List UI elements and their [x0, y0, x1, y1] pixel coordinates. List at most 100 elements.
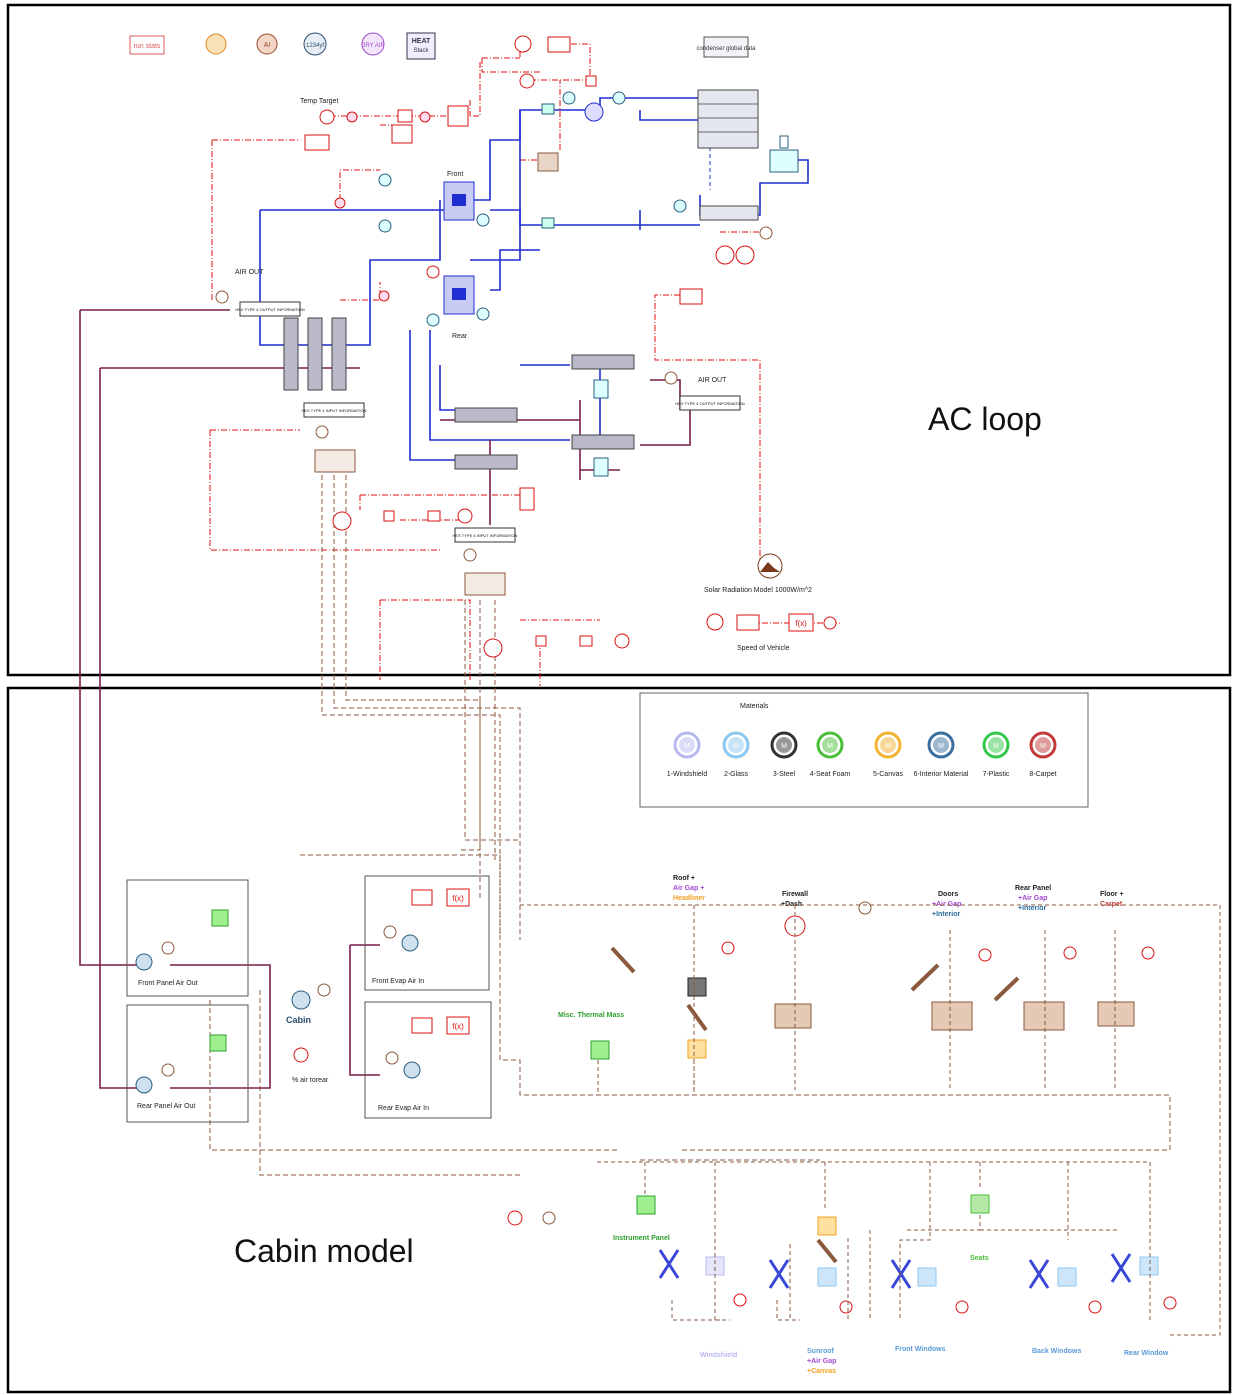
fan-2[interactable] — [736, 246, 754, 264]
back-windows-mass[interactable] — [1058, 1268, 1076, 1286]
pid-summer-front[interactable] — [335, 198, 345, 208]
clock-icon-speed[interactable] — [707, 614, 723, 630]
front-panel-plastic-mass[interactable] — [212, 910, 228, 926]
hex-input-info-front[interactable]: HEX TYPE 4 INPUT INFORMATION — [302, 403, 367, 417]
dry-air-icon[interactable]: DRY AIR — [361, 33, 385, 55]
rear-panel-chamber[interactable] — [136, 1077, 152, 1093]
cabin-constant[interactable] — [508, 1211, 522, 1225]
rear-panel-plastic-mass[interactable] — [210, 1035, 226, 1051]
front-evaporator[interactable] — [284, 318, 346, 390]
firewall-wall[interactable] — [775, 1004, 811, 1028]
multiplier-2[interactable] — [536, 636, 546, 646]
front-evap-table[interactable] — [412, 890, 432, 905]
clock-icon-top[interactable] — [515, 36, 531, 52]
pressure-sensor-front-2[interactable] — [379, 220, 391, 232]
hex-output-info-front[interactable]: HEX TYPE 4 OUTPUT INFORMATION — [235, 302, 304, 316]
temp-sensor-air-out-right[interactable] — [665, 372, 677, 384]
flow-sensor-2[interactable] — [674, 200, 686, 212]
condenser[interactable] — [698, 90, 758, 148]
rear-evaporator[interactable] — [455, 355, 634, 469]
rear-evap-air-in-chamber[interactable] — [404, 1062, 420, 1078]
summing-junction-1[interactable] — [347, 112, 357, 122]
instrument-panel-mass[interactable] — [637, 1196, 655, 1214]
pct-air-torear-constant[interactable] — [294, 1048, 308, 1062]
sunroof-glass-mass[interactable] — [818, 1268, 836, 1286]
material-item[interactable]: M3-Steel — [772, 733, 796, 778]
cabin-air-volume-rear[interactable] — [465, 573, 505, 595]
multiplier-block[interactable] — [586, 76, 596, 86]
cabin-chamber[interactable] — [292, 991, 310, 1009]
rear-window-mass[interactable] — [1140, 1257, 1158, 1275]
speed-output-port[interactable] — [824, 617, 836, 629]
hex-output-info-rear[interactable]: HEX TYPE 4 OUTPUT INFORMATION — [675, 396, 744, 410]
flow-sensor-rear[interactable] — [477, 308, 489, 320]
limiter-block[interactable] — [448, 106, 468, 126]
roof-headliner-mass[interactable] — [688, 1040, 706, 1058]
condenser-global-data-icon[interactable]: condenser global data — [696, 37, 756, 57]
constant-k-top[interactable] — [520, 74, 534, 88]
integrator-block[interactable] — [392, 125, 412, 143]
rear-txv[interactable] — [444, 276, 474, 314]
doors-wall[interactable] — [932, 1002, 972, 1030]
compressor[interactable] — [585, 103, 603, 121]
roof-steel-mass[interactable] — [688, 978, 706, 996]
front-evap-fx[interactable]: f(x) — [447, 889, 469, 906]
temp-sensor-front-evap[interactable] — [316, 426, 328, 438]
front-panel-temp-sensor[interactable] — [162, 942, 174, 954]
pressure-sensor-rear[interactable] — [427, 266, 439, 278]
table-block-right[interactable] — [680, 289, 702, 304]
rear-panel-wall[interactable] — [1024, 1002, 1064, 1030]
table-block-speed[interactable] — [737, 615, 759, 630]
constant-1[interactable] — [458, 509, 472, 523]
cabin-air-volume-front[interactable] — [315, 450, 355, 472]
pump-block-1[interactable] — [594, 380, 608, 398]
rear-evap-air-in-sensor[interactable] — [386, 1052, 398, 1064]
rear-panel-temp-sensor[interactable] — [162, 1064, 174, 1076]
flow-sensor-front[interactable] — [477, 214, 489, 226]
gain-1[interactable] — [428, 511, 440, 521]
rear-evap-fx[interactable]: f(x) — [447, 1017, 469, 1034]
pressure-sensor-1[interactable] — [563, 92, 575, 104]
orange-gear-icon[interactable] — [206, 34, 226, 54]
windshield-mass[interactable] — [706, 1257, 724, 1275]
temp-sensor-chiller[interactable] — [760, 227, 772, 239]
floor-solar-port[interactable] — [1142, 947, 1154, 959]
fan-1[interactable] — [716, 246, 734, 264]
misc-thermal-mass[interactable] — [591, 1041, 609, 1059]
front-panel-chamber[interactable] — [136, 954, 152, 970]
rear-panel-solar-port[interactable] — [1064, 947, 1076, 959]
firewall-temp-sensor[interactable] — [859, 902, 871, 914]
sunroof-canvas-mass[interactable] — [818, 1217, 836, 1235]
front-windows-mass[interactable] — [918, 1268, 936, 1286]
temp-sensor-rear-evap[interactable] — [464, 549, 476, 561]
gain-block-1[interactable] — [398, 110, 412, 122]
summing-junction-2[interactable] — [420, 112, 430, 122]
roof-solar-port[interactable] — [722, 942, 734, 954]
table-block-top[interactable] — [548, 37, 570, 52]
pump-block-2[interactable] — [594, 458, 608, 476]
rear-evap-table[interactable] — [412, 1018, 432, 1033]
front-txv[interactable] — [444, 182, 474, 220]
expansion-valve-block[interactable] — [538, 153, 558, 171]
receiver-dryer[interactable] — [770, 136, 798, 172]
pressure-sensor-front[interactable] — [379, 174, 391, 186]
pid-block-rear[interactable] — [520, 488, 534, 510]
front-evap-air-in-sensor[interactable] — [384, 926, 396, 938]
ai-icon[interactable]: AI — [257, 34, 277, 54]
refrigerant-1234yf-icon[interactable]: 1234yf — [304, 33, 326, 55]
run-stats-icon[interactable]: run stats — [130, 36, 164, 54]
front-evap-air-in-chamber[interactable] — [402, 935, 418, 951]
temp-target-setpoint[interactable] — [320, 110, 334, 124]
pid-block[interactable] — [305, 135, 329, 150]
doors-solar-port[interactable] — [979, 949, 991, 961]
fx-block-speed[interactable]: f(x) — [789, 614, 813, 631]
flow-sensor-1[interactable] — [613, 92, 625, 104]
floor-wall[interactable] — [1098, 1002, 1134, 1026]
chiller-hex[interactable] — [700, 206, 758, 220]
gain-2[interactable] — [580, 636, 592, 646]
seats-mass[interactable] — [971, 1195, 989, 1213]
heat-source-1[interactable] — [333, 512, 351, 530]
cabin-temp-probe[interactable] — [543, 1212, 555, 1224]
temp-sensor-air-out-left[interactable] — [216, 291, 228, 303]
heat-stack-icon[interactable]: HEAT Stack — [407, 33, 435, 59]
